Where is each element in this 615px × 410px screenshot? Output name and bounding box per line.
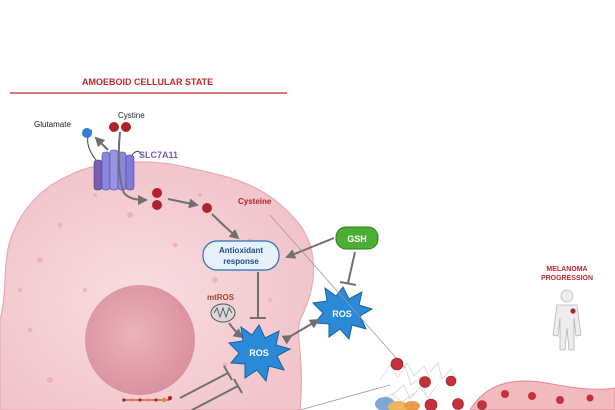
human-figure-icon: [552, 289, 582, 351]
molecule-chain-icon: [122, 396, 172, 403]
melanoma-lesion-icon: [570, 308, 576, 314]
ros-outer-label: ROS: [332, 309, 352, 319]
cystine-import-arrow: [117, 131, 148, 205]
cystine-molecule-a: [109, 122, 119, 132]
intracellular-cystine-b: [152, 200, 162, 210]
cysteine-label: Cysteine: [238, 197, 272, 206]
cystine-molecule-b: [121, 122, 131, 132]
melanoma-label-line2: PROGRESSION: [541, 275, 593, 282]
glutamate-label: Glutamate: [34, 120, 71, 129]
glutamate-export-arrow: [94, 136, 109, 151]
lower-inhibit-line-2: [191, 385, 239, 410]
intracellular-cystine-a: [152, 188, 162, 198]
cytoplasm-speckles: [18, 187, 272, 383]
lower-inhibit-bar-2: [233, 378, 243, 394]
ros-burst-outer[interactable]: [311, 286, 374, 341]
ros-burst-inner[interactable]: [227, 324, 292, 383]
mtros-label: mtROS: [207, 293, 235, 302]
zoom-guide-line: [269, 214, 406, 369]
cystine-label: Cystine: [118, 111, 145, 120]
lower-inhibit-line-1: [179, 372, 229, 399]
section-title: AMOEBOID CELLULAR STATE: [82, 77, 213, 87]
antioxidant-label-line2: response: [223, 257, 259, 266]
glutamate-molecule: [82, 128, 92, 138]
tumor-tissue-region: [375, 357, 615, 410]
zoom-guide-line-bottom: [299, 384, 391, 410]
ros-inner-label: ROS: [249, 348, 269, 358]
gsh-inhibit-bar: [339, 281, 357, 286]
cysteine-molecule: [202, 203, 212, 213]
gsh-label: GSH: [347, 234, 367, 244]
gsh-box[interactable]: [335, 226, 379, 250]
ros-exchange-arrow: [281, 318, 320, 345]
mitochondrion-icon: [210, 303, 236, 323]
antioxidant-label-line1: Antioxidant: [219, 246, 263, 255]
cystine-to-cysteine-arrow: [167, 198, 199, 209]
gsh-inhibit-line: [347, 251, 356, 284]
slc7a11-label: SLC7A11: [139, 150, 178, 160]
lower-inhibit-bar-1: [223, 365, 233, 381]
mtros-to-ros-arrow: [228, 322, 244, 339]
melanoma-label-line1: MELANOMA: [546, 266, 587, 273]
antioxidant-response-box[interactable]: [202, 240, 280, 271]
cysteine-to-antioxidant-arrow: [211, 213, 240, 240]
gsh-to-antioxidant-arrow: [285, 237, 335, 259]
nucleus: [85, 285, 195, 395]
